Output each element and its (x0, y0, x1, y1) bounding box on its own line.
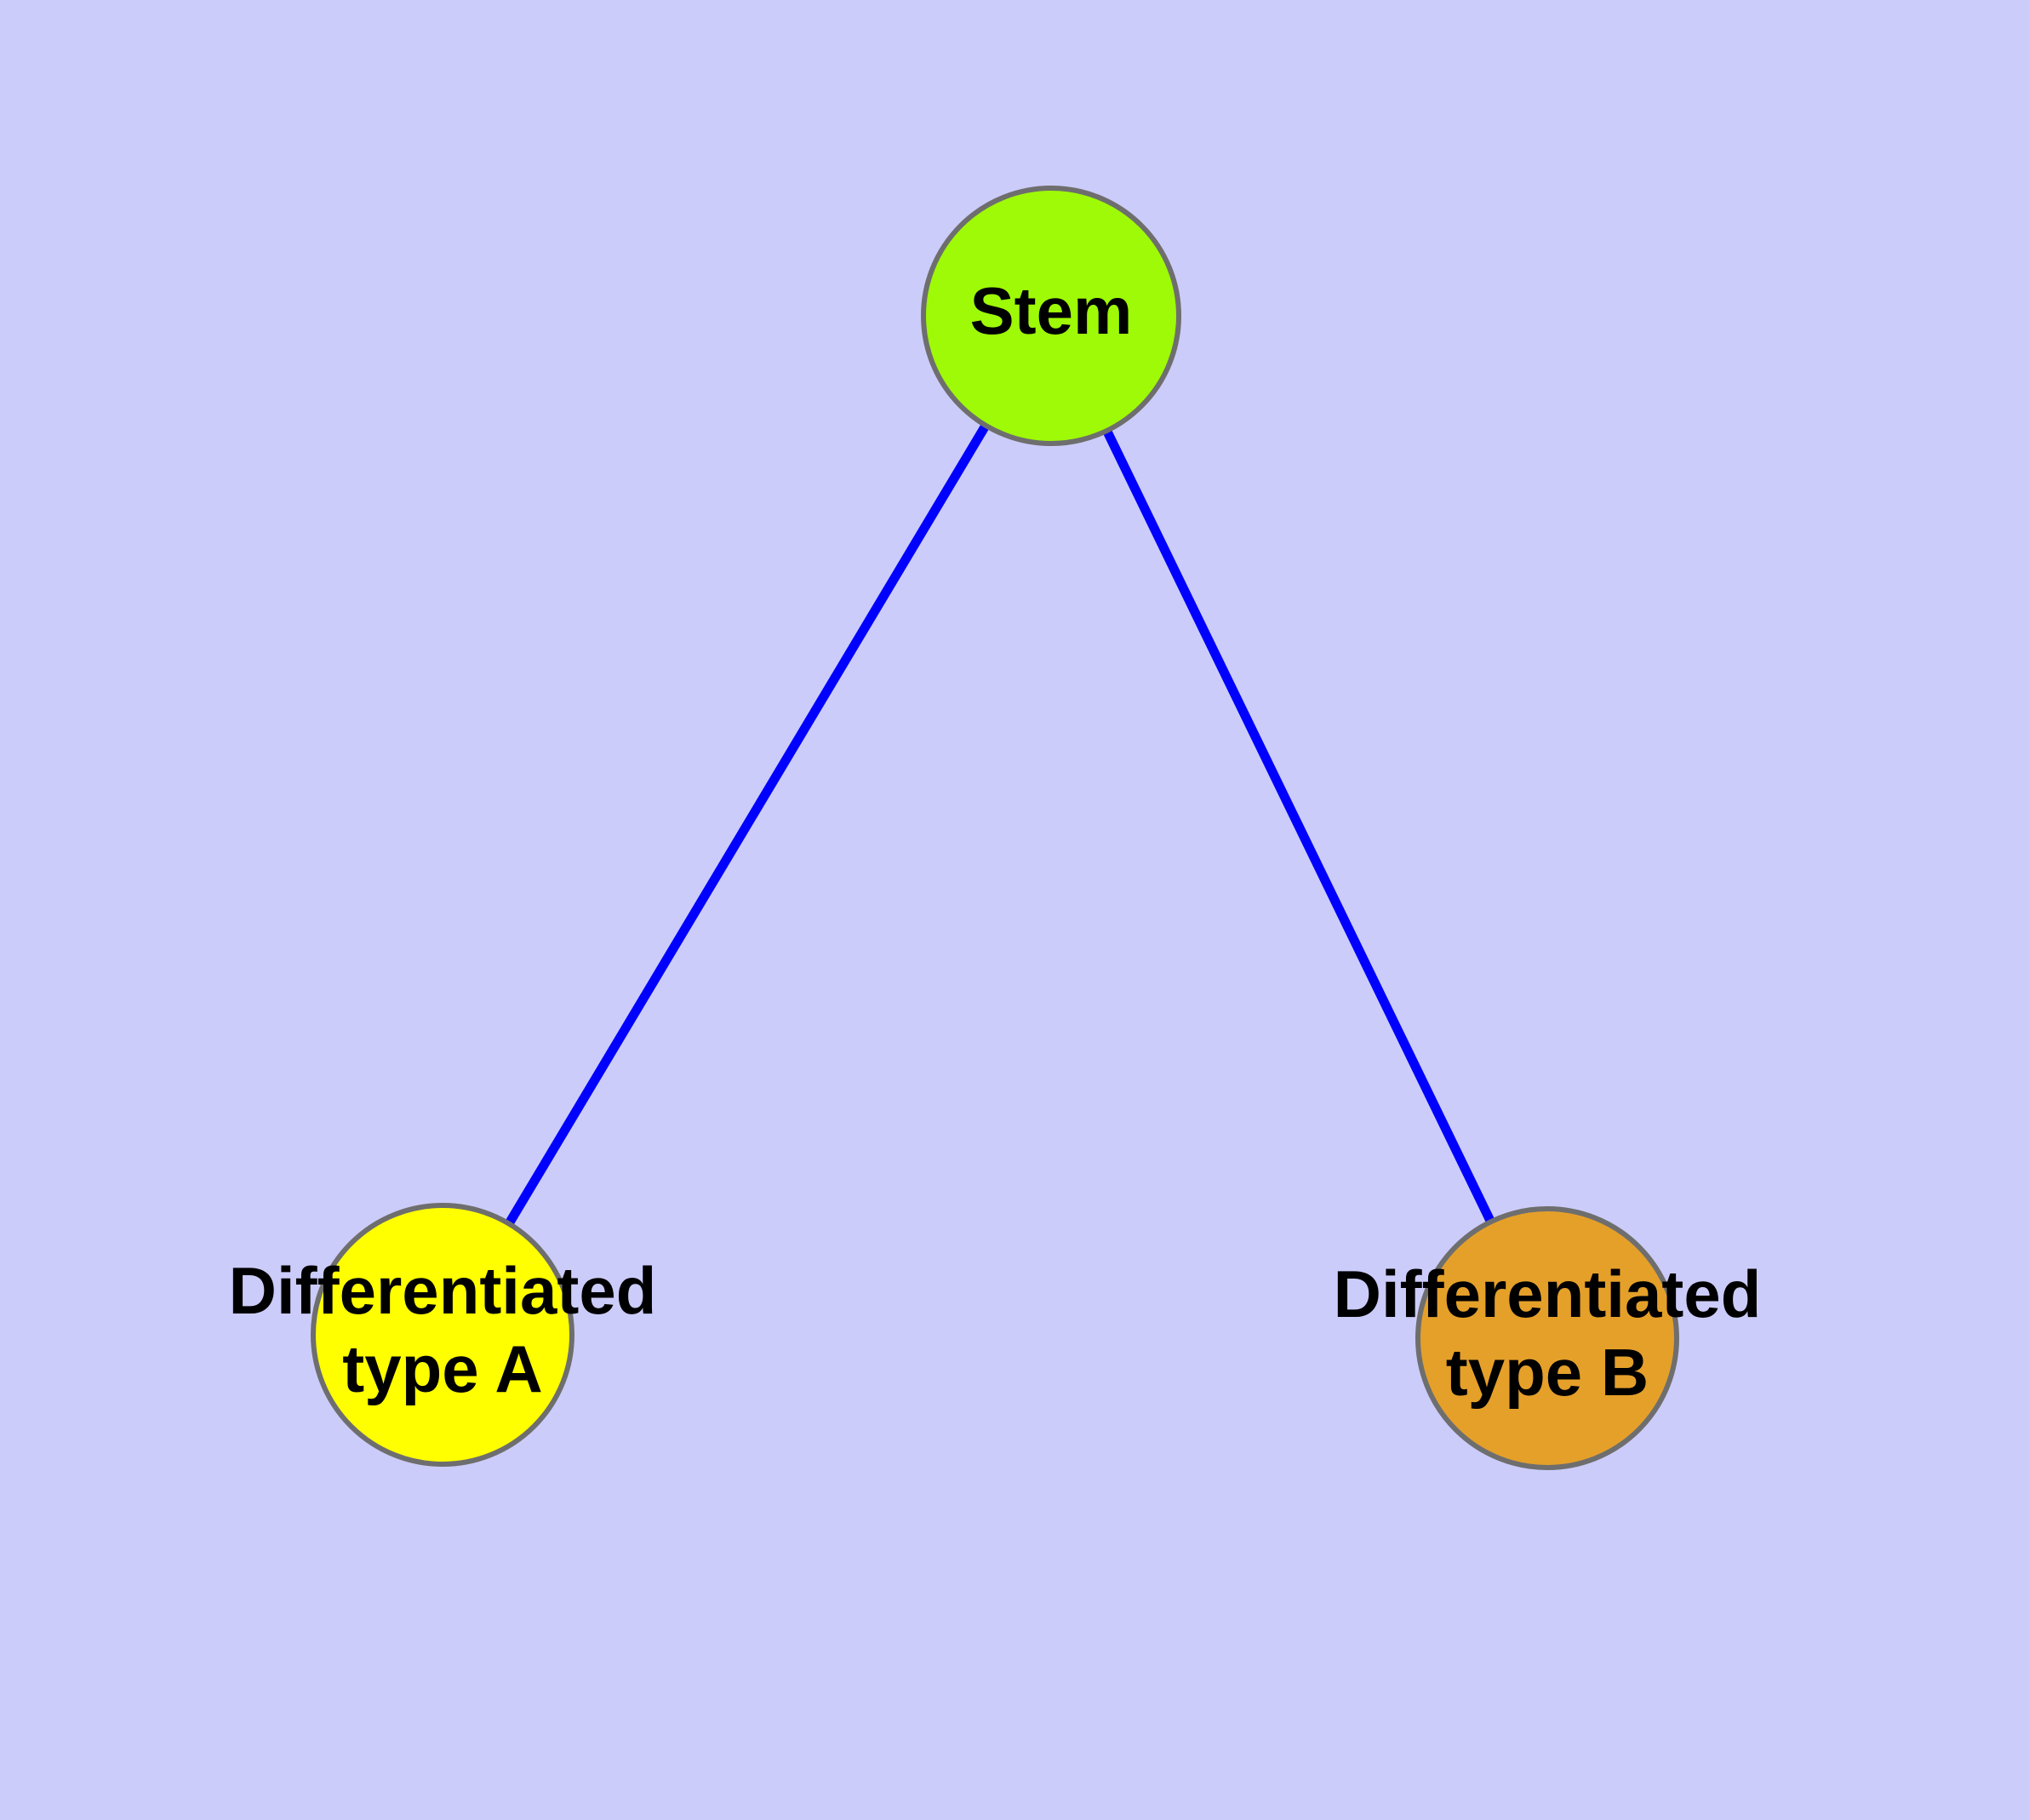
graph-edge[interactable] (438, 313, 1055, 1337)
nodes-layer (311, 186, 1679, 1470)
graph-node-diff_b[interactable] (1415, 1206, 1679, 1470)
node-label-stem: Stem (970, 273, 1133, 348)
graph-node-diff_a[interactable] (311, 1203, 574, 1467)
node-label-line: Differentiated (229, 1253, 657, 1328)
node-label-line: Stem (970, 273, 1133, 348)
node-circle-diff_b[interactable] (1415, 1206, 1679, 1470)
node-label-line: Differentiated (1334, 1256, 1762, 1331)
graph-node-stem[interactable] (921, 186, 1181, 446)
node-label-line: type A (342, 1331, 543, 1406)
node-circle-stem[interactable] (921, 186, 1181, 446)
node-circle-diff_a[interactable] (311, 1203, 574, 1467)
node-label-line: type B (1446, 1335, 1649, 1410)
graph-edge[interactable] (1047, 313, 1552, 1341)
edges-layer (438, 313, 1552, 1341)
